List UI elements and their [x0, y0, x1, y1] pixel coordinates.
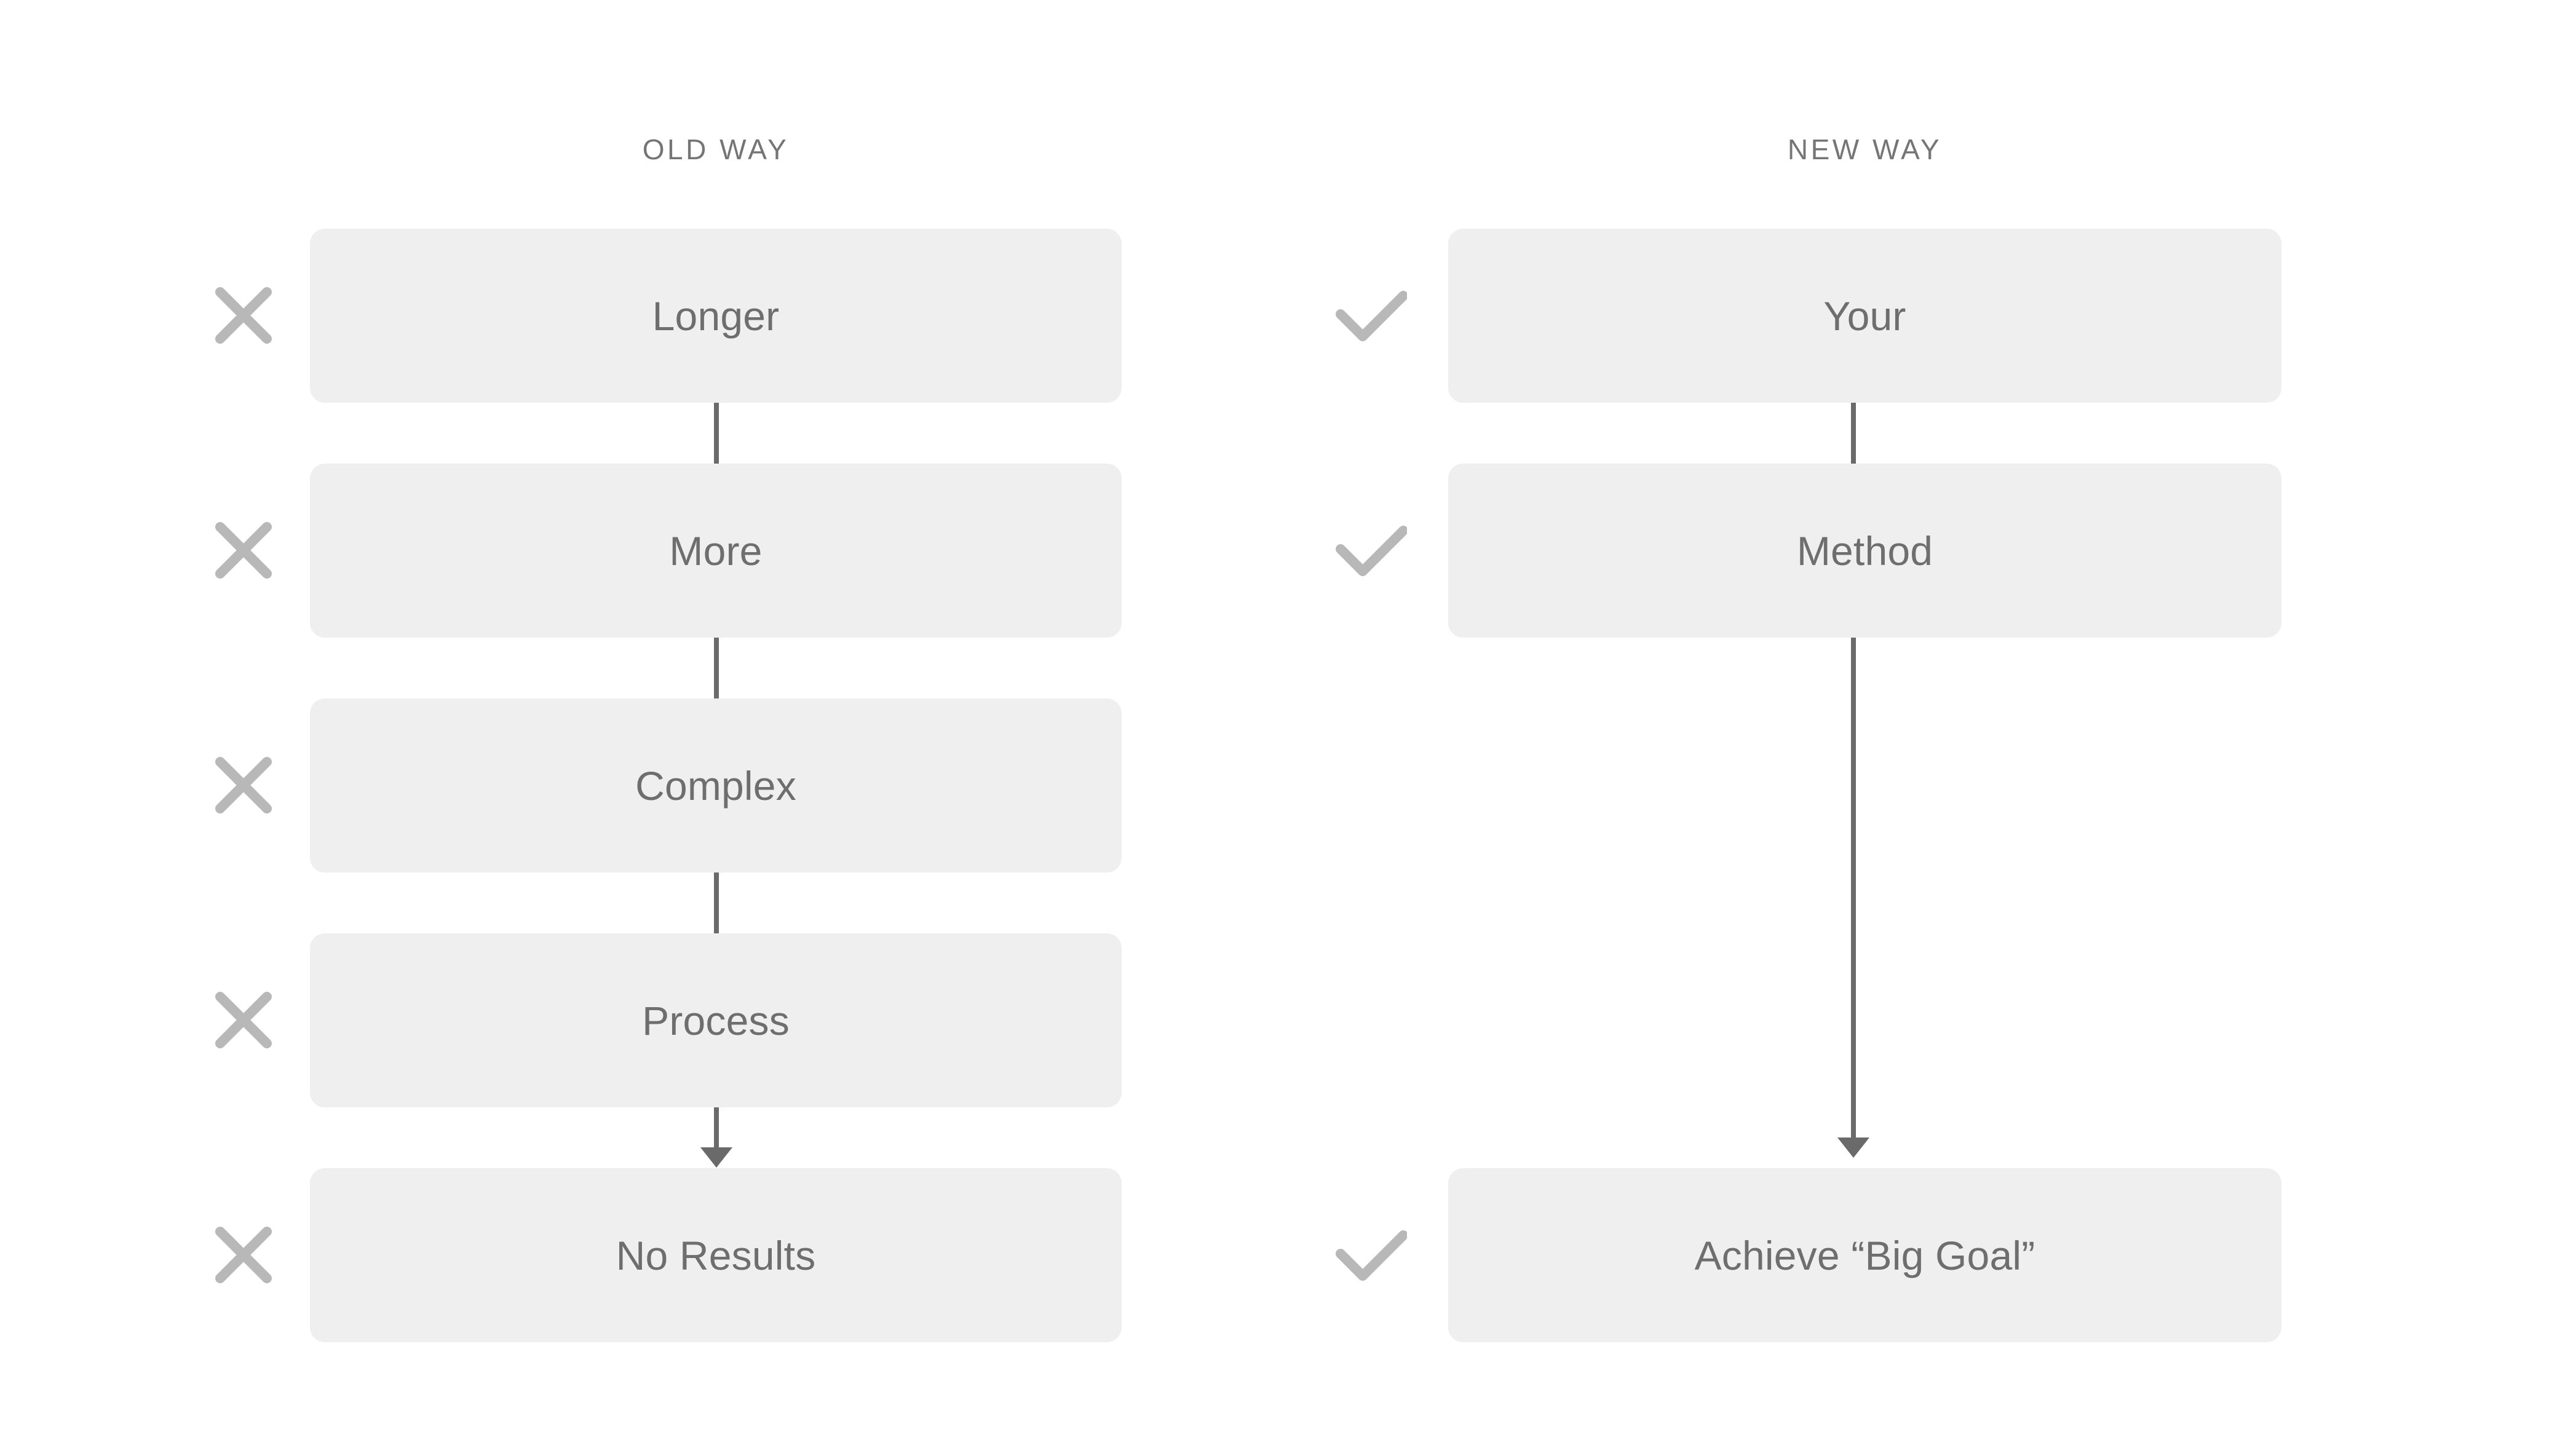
- connector-line: [714, 872, 719, 933]
- x-icon: [208, 750, 279, 821]
- new-way-step-box[interactable]: Your: [1448, 229, 2281, 403]
- old-way-step-label: Process: [642, 997, 790, 1043]
- x-icon: [208, 280, 279, 351]
- old-way-step-label: More: [669, 528, 763, 574]
- check-icon: [1336, 1219, 1407, 1291]
- old-way-step-label: No Results: [616, 1232, 816, 1278]
- new-way-header: NEW WAY: [1787, 133, 1943, 165]
- old-way-step-box[interactable]: Complex: [310, 698, 1122, 872]
- connector-arrow-shaft: [714, 1107, 719, 1149]
- connector-line: [1851, 403, 1856, 464]
- connector-line: [714, 638, 719, 698]
- old-way-step-box[interactable]: No Results: [310, 1168, 1122, 1342]
- x-icon: [208, 1219, 279, 1291]
- connector-line: [714, 403, 719, 464]
- x-icon: [208, 984, 279, 1056]
- old-way-header: OLD WAY: [642, 133, 790, 165]
- new-way-goal-box[interactable]: Achieve “Big Goal”: [1448, 1168, 2281, 1342]
- connector-arrow-head: [700, 1147, 732, 1168]
- check-icon: [1336, 280, 1407, 351]
- new-way-step-label: Method: [1796, 528, 1933, 574]
- new-way-step-label: Your: [1823, 293, 1906, 339]
- connector-long-arrow-shaft: [1851, 638, 1856, 1139]
- check-icon: [1336, 515, 1407, 586]
- new-way-step-box[interactable]: Method: [1448, 464, 2281, 638]
- old-way-step-label: Complex: [635, 762, 796, 809]
- old-way-step-box[interactable]: Longer: [310, 229, 1122, 403]
- old-way-step-box[interactable]: More: [310, 464, 1122, 638]
- old-way-step-box[interactable]: Process: [310, 933, 1122, 1107]
- x-icon: [208, 515, 279, 586]
- connector-long-arrow-head: [1837, 1138, 1869, 1158]
- old-way-step-label: Longer: [652, 293, 780, 339]
- new-way-goal-label: Achieve “Big Goal”: [1694, 1232, 2035, 1278]
